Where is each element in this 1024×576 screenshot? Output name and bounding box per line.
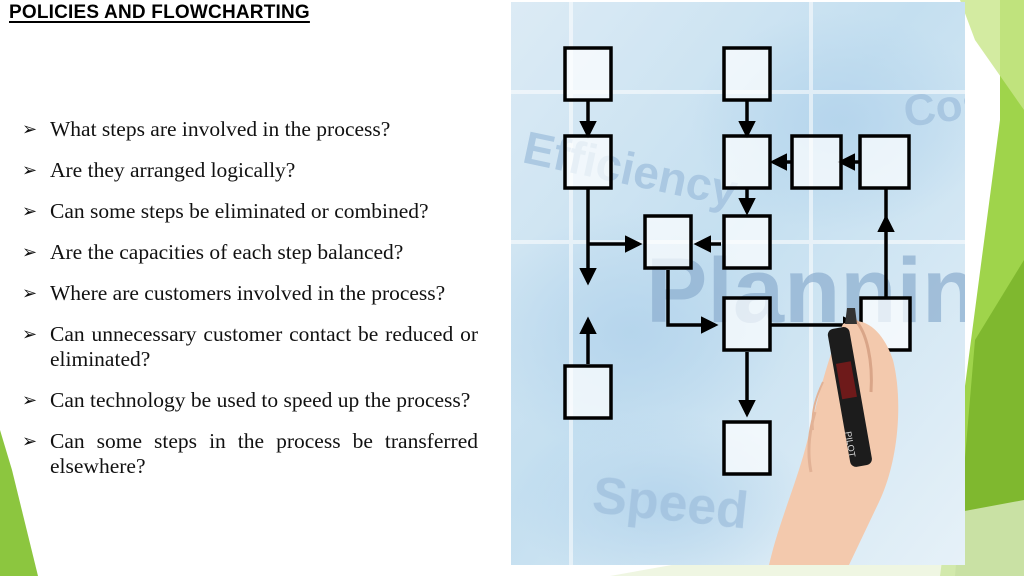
flowchart-box — [722, 134, 772, 190]
flowchart-box — [722, 296, 772, 352]
flowchart-box — [563, 364, 613, 420]
list-item: ➢ Are the capacities of each step balanc… — [22, 240, 404, 264]
flowchart-box — [643, 214, 693, 270]
bullet-list: ➢ What steps are involved in the process… — [22, 117, 478, 479]
flowchart-box — [722, 214, 772, 270]
list-item: ➢ Can some steps be eliminated or combin… — [22, 199, 429, 223]
flowchart-photo: Efficiency Cost Planning Speed — [511, 2, 965, 565]
list-item: ➢ Can unnecessary customer contact be re… — [22, 322, 478, 371]
flowchart-box — [722, 420, 772, 476]
arrowhead-bullet-icon: ➢ — [22, 324, 38, 344]
flowchart-box — [563, 46, 613, 102]
arrowhead-bullet-icon: ➢ — [22, 201, 38, 221]
hand-with-pen-illustration: PILOT — [769, 308, 899, 565]
arrowhead-bullet-icon: ➢ — [22, 160, 38, 180]
arrowhead-bullet-icon: ➢ — [22, 390, 38, 410]
pen-label: PILOT — [843, 431, 857, 459]
arrowhead-bullet-icon: ➢ — [22, 431, 38, 451]
green-accent-left — [0, 430, 38, 576]
list-item: ➢ Are they arranged logically? — [22, 158, 296, 182]
arrowhead-bullet-icon: ➢ — [22, 283, 38, 303]
arrowhead-bullet-icon: ➢ — [22, 242, 38, 262]
slide-title: POLICIES AND FLOWCHARTING — [9, 2, 310, 23]
flowchart-box — [722, 46, 772, 102]
list-item: ➢ Can some steps in the process be trans… — [22, 429, 478, 478]
list-item: ➢ What steps are involved in the process… — [22, 117, 391, 141]
arrowhead-bullet-icon: ➢ — [22, 119, 38, 139]
list-item: ➢ Where are customers involved in the pr… — [22, 281, 446, 305]
flowchart-box — [563, 134, 613, 190]
list-item: ➢ Can technology be used to speed up the… — [22, 388, 471, 412]
flowchart-box — [858, 134, 911, 190]
flowchart-box — [790, 134, 843, 190]
